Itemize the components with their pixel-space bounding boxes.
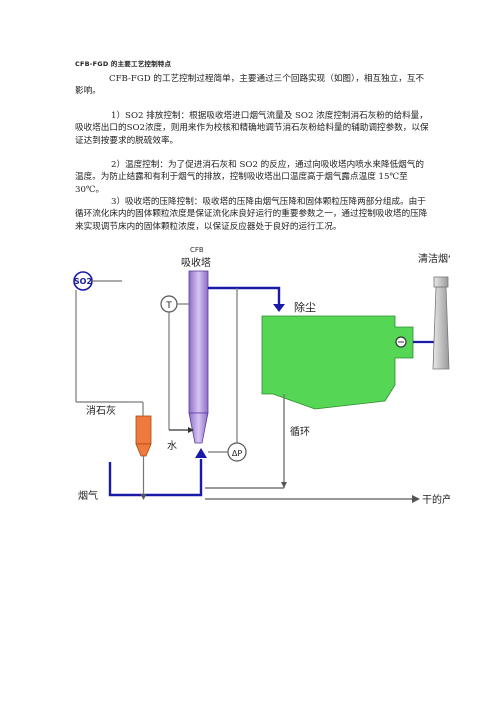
so2-signal-lines bbox=[75, 280, 128, 403]
paragraph-so2-control: 1）SO2 排放控制：根据吸收塔进口烟气流量及 SO2 浓度控制消石灰粉的给料量… bbox=[75, 111, 429, 146]
cfb-label: CFB bbox=[190, 246, 204, 254]
gas-arrow-into-dust bbox=[273, 304, 285, 312]
dust-label: 除尘 bbox=[294, 300, 316, 314]
paragraph-intro: CFB-FGD 的工艺控制过程简单，主要通过三个回路实现（如图），相互独立，互不… bbox=[75, 74, 425, 97]
absorber-label: 吸收塔 bbox=[181, 256, 211, 269]
so2-analyzer: SO2 bbox=[73, 271, 93, 291]
recycle-arrow bbox=[281, 482, 287, 488]
dust-collector: 除尘 bbox=[261, 300, 414, 410]
doc-title: CFB-FGD 的主要工艺控制特点 bbox=[75, 60, 172, 68]
lime-hopper bbox=[128, 401, 152, 500]
t-label: T bbox=[165, 301, 172, 311]
dry-product-label: 干的产物 bbox=[422, 493, 450, 506]
temperature-sensor: T bbox=[160, 295, 189, 430]
absorber-tower bbox=[188, 270, 209, 444]
flue-gas-label: 烟气 bbox=[78, 489, 98, 502]
clean-gas-label: 清洁烟气 bbox=[418, 252, 450, 265]
water-inlet: 水 bbox=[167, 427, 194, 452]
gas-line-to-dust bbox=[208, 286, 281, 306]
paragraph-temperature-control: 2）温度控制：为了促进消石灰和 SO2 的反应，通过向吸收塔内喷水来降低烟气的温… bbox=[75, 160, 424, 195]
lime-label: 消石灰 bbox=[86, 404, 116, 417]
process-diagram: SO2 CFB 吸收塔 T 水 除尘 bbox=[73, 246, 450, 506]
dry-product-line bbox=[205, 495, 420, 503]
gas-line-to-stack bbox=[395, 336, 437, 348]
chimney-stack bbox=[432, 276, 450, 370]
dp-label: ΔP bbox=[232, 449, 242, 458]
flue-gas-inlet bbox=[108, 448, 207, 497]
pressure-drop-sensor: ΔP bbox=[208, 288, 247, 462]
so2-label: SO2 bbox=[74, 277, 92, 286]
recycle-label: 循环 bbox=[290, 425, 310, 438]
water-label: 水 bbox=[167, 440, 177, 452]
paragraph-pressure-control: 3）吸收塔的压降控制：吸收塔的压降由烟气压降和固体颗粒压降两部分组成。由于循环流… bbox=[75, 197, 428, 232]
recycle-line bbox=[205, 394, 285, 489]
